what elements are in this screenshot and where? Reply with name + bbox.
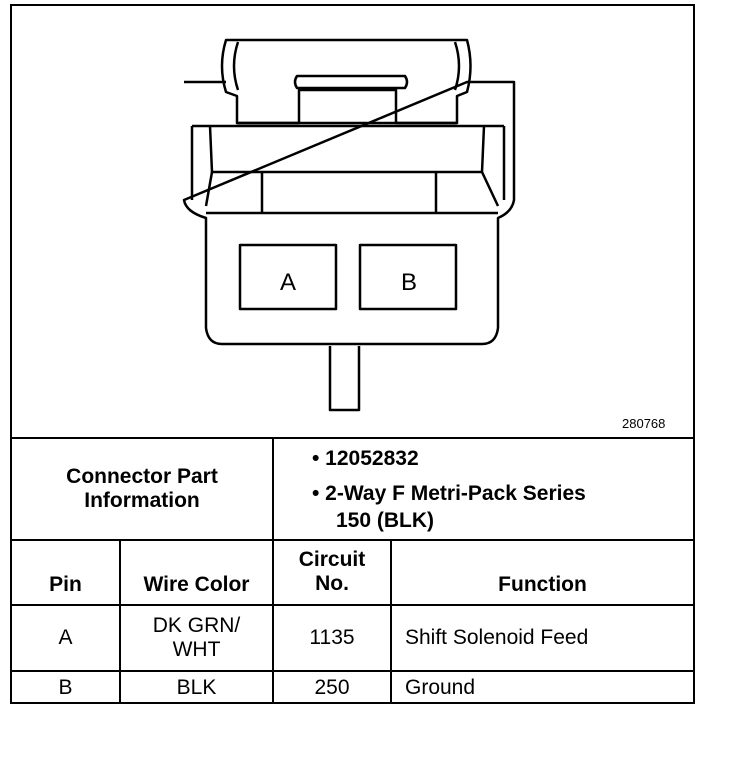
header-pin: Pin: [49, 573, 82, 596]
cavity-a: [238, 243, 338, 311]
divider-header: [12, 604, 693, 606]
table-row-a-function: Shift Solenoid Feed: [405, 626, 589, 649]
part-number: • 12052832: [312, 447, 419, 470]
connector-figure-frame: A B 280768 Connector Part Information • …: [10, 4, 695, 704]
table-row-b-circuit: 250: [314, 676, 350, 699]
divider-part-info-vertical: [272, 437, 274, 541]
table-row-b-pin: B: [58, 676, 73, 699]
part-info-label: Connector Part Information: [66, 465, 218, 512]
part-description-line1: • 2-Way F Metri-Pack Series: [312, 482, 586, 505]
header-wire-color: Wire Color: [143, 573, 250, 596]
divider-drawing: [12, 437, 693, 439]
wire-exit: [328, 346, 361, 412]
divider-wire-col: [272, 539, 274, 704]
connector-latch: [220, 38, 472, 125]
part-description-line2: 150 (BLK): [336, 509, 435, 532]
table-row-a-circuit: 1135: [309, 626, 355, 649]
divider-pin-col: [119, 539, 121, 704]
header-circuit: Circuit No.: [298, 548, 366, 595]
connector-drawing: A B: [182, 38, 516, 412]
header-function: Function: [498, 573, 587, 596]
divider-row-a: [12, 670, 693, 672]
divider-circuit-col: [390, 539, 392, 704]
table-row-b-wire-color: BLK: [176, 676, 217, 699]
table-row-a-wire-color: DK GRN/ WHT: [152, 614, 241, 661]
figure-id: 280768: [622, 416, 666, 431]
pin-label-b: B: [401, 269, 417, 296]
pin-label-a: A: [280, 269, 296, 296]
cavity-b: [358, 243, 458, 311]
connector-housing: [182, 80, 516, 346]
housing-shelf: [192, 124, 504, 174]
latch-slot: [293, 74, 409, 90]
table-row-b-function: Ground: [405, 676, 476, 699]
divider-part-info: [12, 539, 693, 541]
table-row-a-pin: A: [58, 626, 73, 649]
